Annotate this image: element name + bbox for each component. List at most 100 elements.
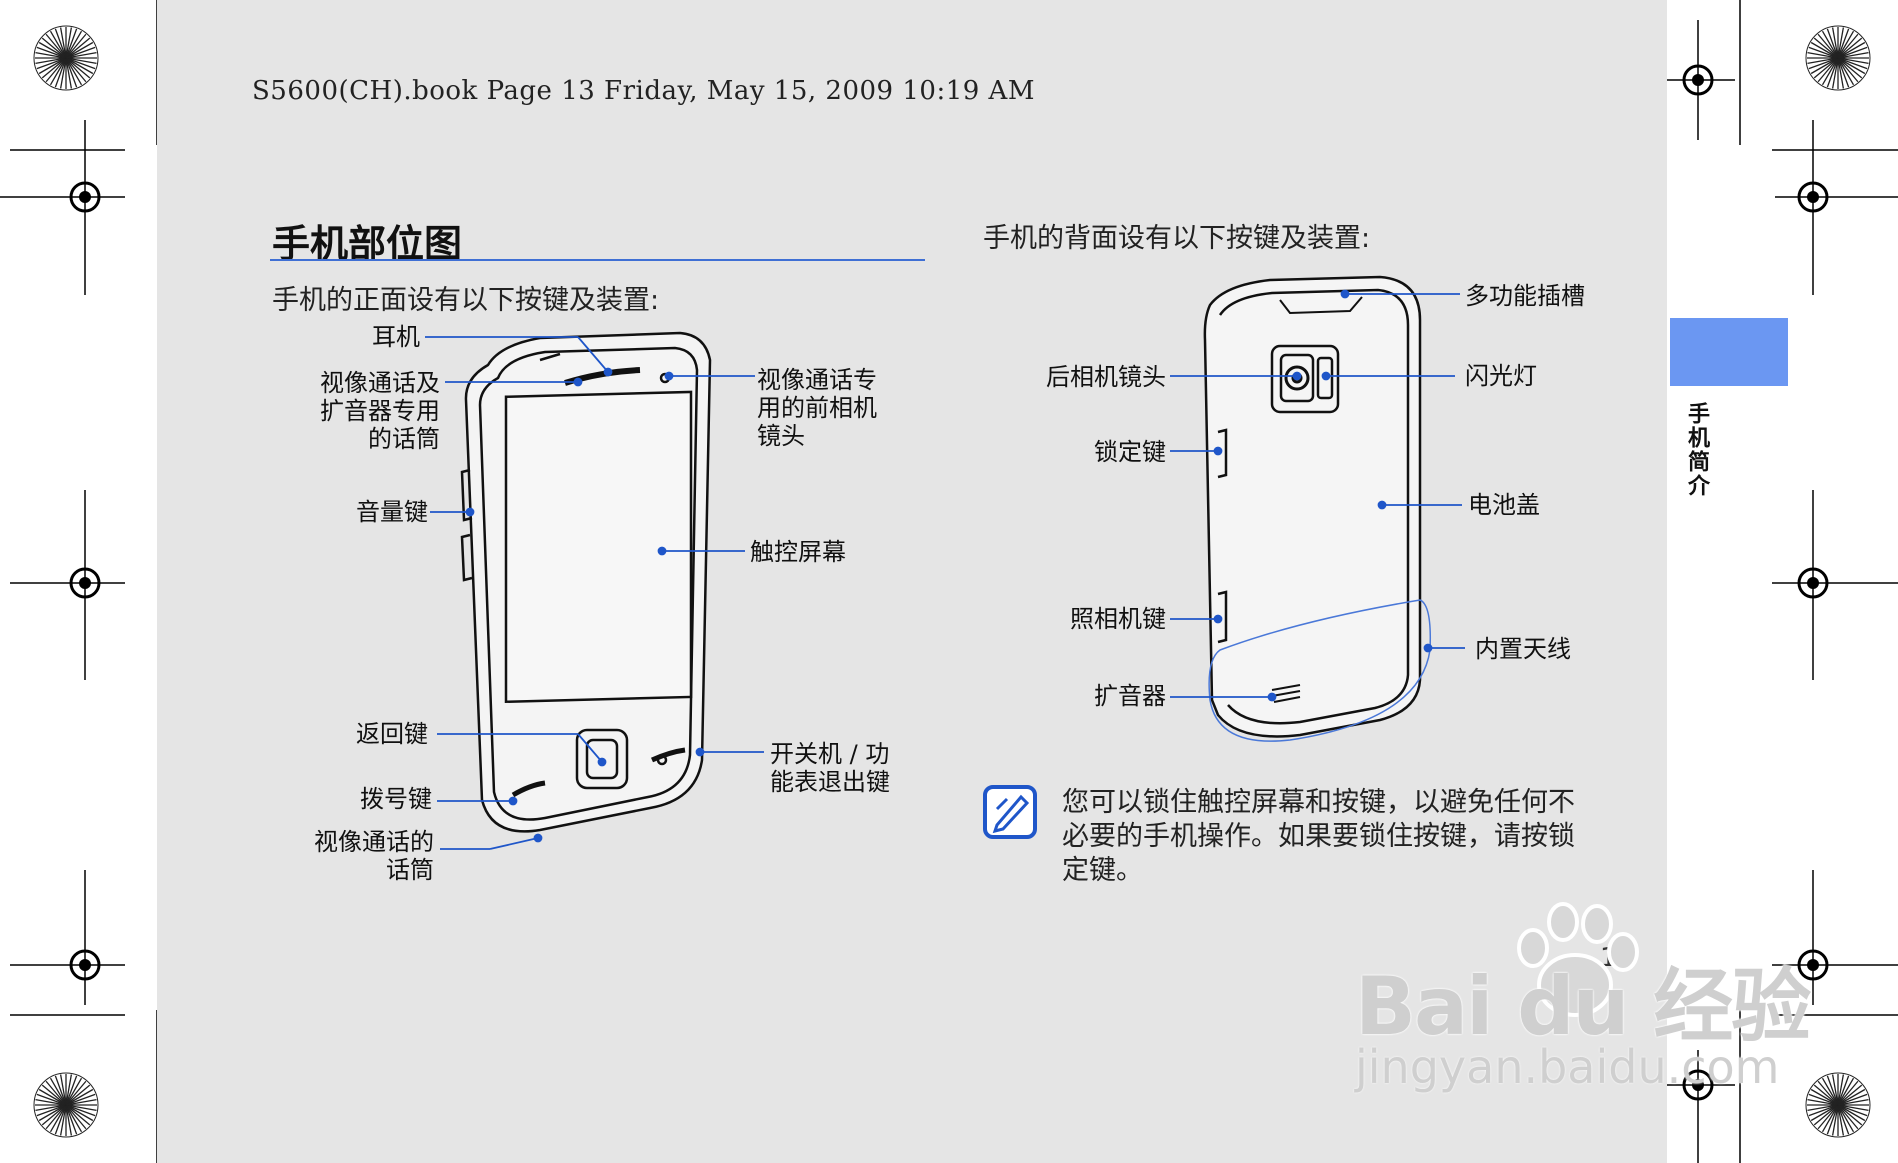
sunburst-ray (1807, 57, 1839, 65)
sunburst-ray (65, 51, 97, 59)
label-lock-key: 锁定键 (1094, 438, 1166, 466)
sunburst-ray (65, 30, 83, 59)
sunburst-ray (1826, 57, 1839, 88)
sunburst-ray (49, 1104, 67, 1133)
sunburst-ray (59, 1074, 67, 1106)
sunburst-ray (1821, 1104, 1839, 1133)
sunburst-ray (45, 33, 67, 59)
label-multi-jack: 多功能插槽 (1465, 282, 1585, 310)
sunburst-ray (1817, 1104, 1839, 1130)
sunburst-ray (1837, 1104, 1859, 1130)
sunburst-ray (1837, 57, 1859, 83)
sunburst-ray (65, 1104, 87, 1130)
sunburst-ray (54, 57, 67, 88)
sunburst-ray (35, 1098, 67, 1106)
sunburst-ray (1837, 51, 1869, 59)
sunburst-ray (1810, 1104, 1839, 1122)
sunburst-ray (1837, 1074, 1845, 1106)
sunburst-ray (49, 30, 67, 59)
sunburst-ray (65, 1077, 83, 1106)
sunburst-ray (65, 41, 94, 59)
sunburst-ray (65, 1104, 97, 1112)
label-speaker: 扩音器 (1094, 682, 1166, 710)
sunburst-ray (36, 57, 67, 70)
sunburst-ray (1813, 1104, 1839, 1126)
sunburst-ray (1837, 1098, 1869, 1106)
sunburst-ray (1837, 37, 1863, 59)
sunburst-ray (65, 1104, 96, 1117)
sunburst-ray (49, 57, 67, 86)
sunburst-ray (1831, 27, 1839, 59)
sunburst-ray (1837, 1080, 1859, 1106)
sunburst-ray (1810, 41, 1839, 59)
sunburst-ray (1837, 57, 1868, 70)
sunburst-ray (1807, 1104, 1839, 1112)
sunburst-ray (1821, 1077, 1839, 1106)
sunburst-ray (65, 57, 96, 70)
label-volume: 音量键 (356, 498, 428, 526)
sunburst-ray (1837, 1088, 1866, 1106)
sunburst-ray (1837, 57, 1845, 89)
sunburst-ray (59, 1104, 67, 1136)
chapter-tab (1670, 318, 1788, 386)
label-dial-key: 拨号键 (360, 785, 432, 813)
sunburst-ray (1807, 1098, 1839, 1106)
sunburst-ray (1837, 57, 1866, 75)
sunburst-ray (65, 57, 87, 83)
sunburst-ray (54, 28, 67, 59)
sunburst-ray (41, 57, 67, 79)
sunburst-ray (1837, 1093, 1868, 1106)
label-power-key: 开关机 / 功 能表退出键 (770, 740, 890, 796)
sunburst-ray (1808, 46, 1839, 59)
sunburst-ray (65, 37, 91, 59)
sunburst-ray (65, 1104, 78, 1135)
sunburst-ray (1837, 57, 1869, 65)
sunburst-ray (1813, 57, 1839, 79)
sunburst-ray (1821, 30, 1839, 59)
rear-intro: 手机的背面设有以下按键及装置: (983, 223, 1371, 254)
sunburst-ray (1810, 57, 1839, 75)
sunburst-ray (1808, 1104, 1839, 1117)
sunburst-ray (65, 1093, 96, 1106)
watermark-sub: jingyan.baidu.com (1355, 1040, 1780, 1094)
sunburst-ray (38, 57, 67, 75)
sunburst-ray (65, 1088, 94, 1106)
sunburst-ray (1837, 1104, 1866, 1122)
sunburst-ray (65, 1084, 91, 1106)
label-video-mic: 视像通话及 扩音器专用 的话筒 (320, 369, 440, 453)
sunburst-ray (65, 1075, 78, 1106)
sunburst-ray (45, 1104, 67, 1130)
label-touchscreen: 触控屏幕 (750, 538, 846, 566)
sunburst-ray (1837, 1084, 1863, 1106)
sunburst-ray (54, 1075, 67, 1106)
sunburst-ray (1837, 1077, 1855, 1106)
sunburst-ray (41, 1084, 67, 1106)
sunburst-ray (65, 1074, 73, 1106)
label-video-call-mic: 视像通话的 话筒 (314, 828, 434, 884)
title-underline (270, 259, 925, 261)
sunburst-ray (1813, 1084, 1839, 1106)
sunburst-ray (1837, 57, 1863, 79)
sunburst-ray (41, 37, 67, 59)
sunburst-ray (49, 1077, 67, 1106)
sunburst-ray (1821, 57, 1839, 86)
note-icon (983, 785, 1037, 839)
sunburst-ray (65, 1098, 97, 1106)
label-battery-cover: 电池盖 (1468, 491, 1540, 519)
sunburst-ray (1826, 1075, 1839, 1106)
sunburst-ray (65, 27, 73, 59)
sunburst-ray (65, 57, 91, 79)
sunburst-ray (65, 1104, 91, 1126)
sunburst-ray (1837, 57, 1855, 86)
sunburst-ray (54, 1104, 67, 1135)
sunburst-ray (1808, 57, 1839, 70)
sunburst-ray (45, 1080, 67, 1106)
label-front-camera: 视像通话专 用的前相机 镜头 (757, 366, 877, 450)
sunburst-ray (35, 1104, 67, 1112)
sunburst-ray (1813, 37, 1839, 59)
sunburst-ray (1826, 1104, 1839, 1135)
sunburst-ray (1837, 28, 1850, 59)
sunburst-ray (36, 46, 67, 59)
sunburst-ray (38, 41, 67, 59)
